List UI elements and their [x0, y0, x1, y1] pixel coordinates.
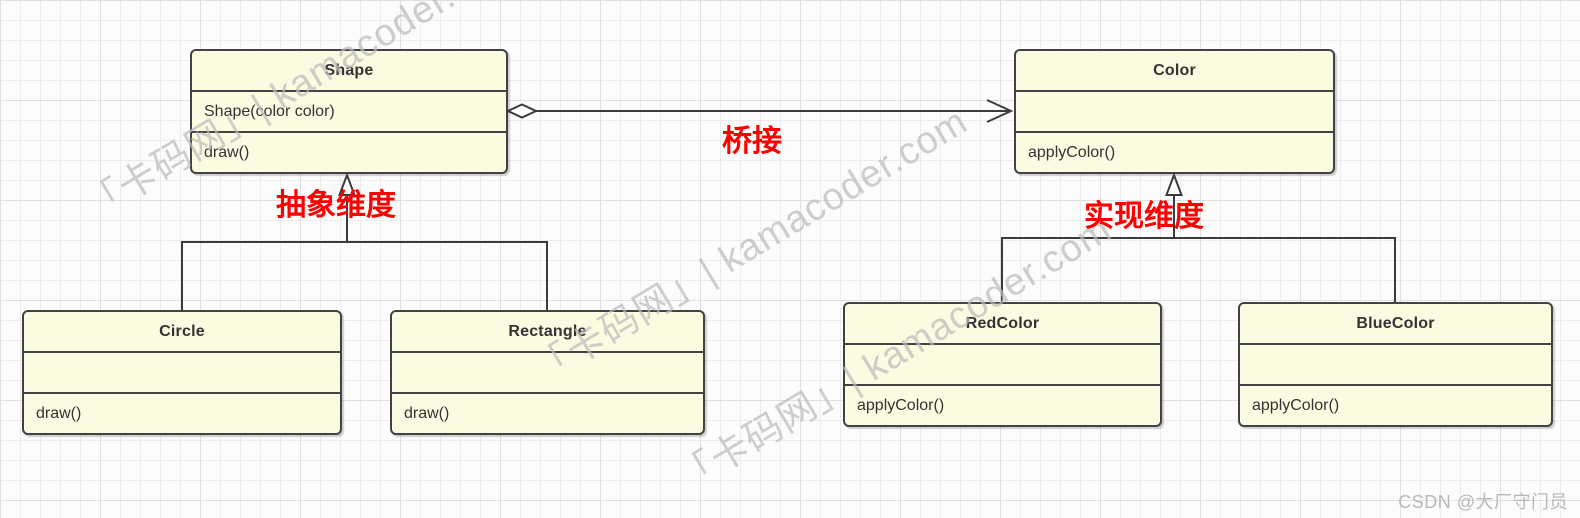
class-methods-color: applyColor()	[1016, 131, 1333, 172]
implementation-dimension-label: 实现维度	[1084, 200, 1204, 233]
class-box-rectangle: Rectangle draw()	[390, 310, 705, 435]
class-name-redcolor: RedColor	[965, 314, 1040, 332]
class-methods-redcolor: applyColor()	[845, 384, 1160, 425]
aggregation-diamond-icon	[505, 103, 539, 119]
class-attrs-circle	[24, 351, 340, 392]
class-box-color: Color applyColor()	[1014, 49, 1335, 174]
class-attrs-redcolor	[845, 343, 1160, 384]
csdn-credit: CSDN @大厂守门员	[1398, 492, 1568, 512]
class-box-redcolor: RedColor applyColor()	[843, 302, 1162, 427]
class-attrs-rectangle	[392, 351, 703, 392]
class-attrs-color	[1016, 90, 1333, 131]
class-name-bluecolor: BlueColor	[1356, 314, 1435, 332]
class-name-circle: Circle	[159, 322, 205, 340]
class-methods-rectangle: draw()	[392, 392, 703, 433]
class-methods-bluecolor: applyColor()	[1240, 384, 1551, 425]
bridge-edge-label: 桥接	[722, 125, 782, 158]
class-box-circle: Circle draw()	[22, 310, 342, 435]
class-box-shape: Shape Shape(color color) draw()	[190, 49, 508, 174]
class-name-color: Color	[1153, 61, 1196, 79]
abstraction-dimension-label: 抽象维度	[276, 189, 396, 222]
class-methods-shape: draw()	[192, 131, 506, 172]
class-attrs-bluecolor	[1240, 343, 1551, 384]
class-name-shape: Shape	[324, 61, 374, 79]
class-methods-circle: draw()	[24, 392, 340, 433]
inheritance-junction-left	[181, 241, 548, 310]
open-arrowhead-icon	[986, 99, 1014, 123]
class-attrs-shape: Shape(color color)	[192, 90, 506, 131]
class-name-rectangle: Rectangle	[508, 322, 587, 340]
inheritance-triangle-right-icon	[1165, 172, 1183, 196]
class-box-bluecolor: BlueColor applyColor()	[1238, 302, 1553, 427]
